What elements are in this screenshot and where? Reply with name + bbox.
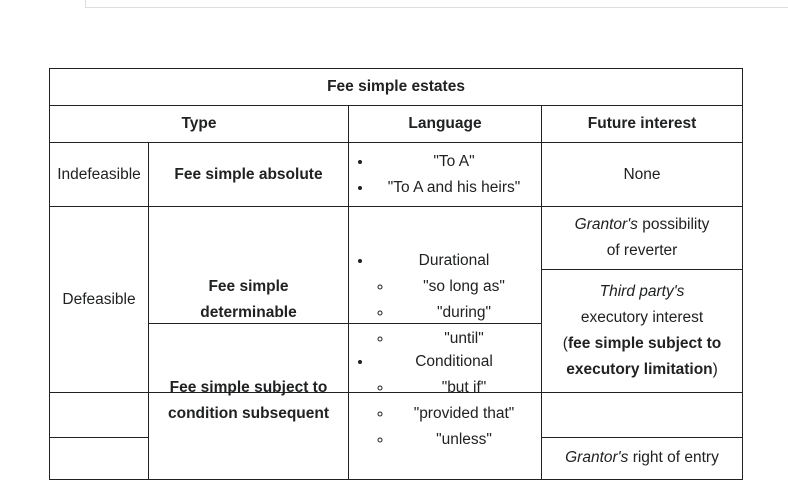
- estate-line: Fee simple: [208, 277, 289, 295]
- future-text: executory interest: [580, 309, 704, 326]
- language-list: Conditional "but if" "provided that" "un…: [355, 349, 535, 453]
- future-possibility-of-reverter: Grantor's possibility of reverter: [540, 206, 744, 270]
- future-text: right of entry: [628, 449, 719, 466]
- language-list: "To A" "To A and his heirs": [355, 149, 535, 201]
- language-cell: "To A" "To A and his heirs": [348, 142, 542, 207]
- future-executory-continued: [541, 323, 743, 438]
- future-right-of-entry: Grantor's right of entry: [541, 436, 743, 480]
- future-italic: Third party's: [599, 283, 685, 300]
- language-heading: Durational: [418, 251, 490, 269]
- estate-line: determinable: [200, 303, 297, 321]
- language-heading: Conditional: [415, 353, 493, 371]
- estate-fee-simple-subject-to-condition-subsequent: Fee simple subject to condition subseque…: [148, 323, 349, 480]
- estate-line: Fee simple subject to: [169, 379, 328, 397]
- list-item: "unless": [393, 427, 535, 453]
- category-indefeasible: Indefeasible: [49, 142, 149, 207]
- header-type: Type: [49, 105, 349, 143]
- list-item: "so long as": [393, 274, 535, 300]
- category-defeasible-continued: [49, 323, 149, 438]
- table-caption: Fee simple estates: [48, 68, 744, 106]
- top-divider: [85, 0, 788, 8]
- list-item: "provided that": [393, 401, 535, 427]
- future-italic: Grantor's: [565, 449, 629, 466]
- estate-fee-simple-absolute: Fee simple absolute: [148, 142, 349, 207]
- list-item: "during": [393, 300, 535, 326]
- fee-simple-subsequent-section: Fee simple subject to condition subseque…: [49, 323, 743, 480]
- language-sublist: "but if" "provided that" "unless": [373, 375, 535, 453]
- list-item: "To A": [373, 149, 535, 175]
- future-text: possibility: [637, 216, 710, 233]
- estate-line: condition subsequent: [167, 405, 330, 423]
- header-language: Language: [348, 105, 542, 143]
- list-item: "To A and his heirs": [373, 175, 535, 201]
- future-interest-none: None: [540, 142, 744, 207]
- category-defeasible-continued: [49, 437, 149, 480]
- language-cell: Conditional "but if" "provided that" "un…: [348, 323, 542, 480]
- list-item: "but if": [393, 375, 535, 401]
- list-item: Conditional "but if" "provided that" "un…: [373, 349, 535, 453]
- future-text: of reverter: [606, 242, 678, 259]
- future-italic: Grantor's: [574, 216, 638, 233]
- header-future-interest: Future interest: [540, 105, 744, 143]
